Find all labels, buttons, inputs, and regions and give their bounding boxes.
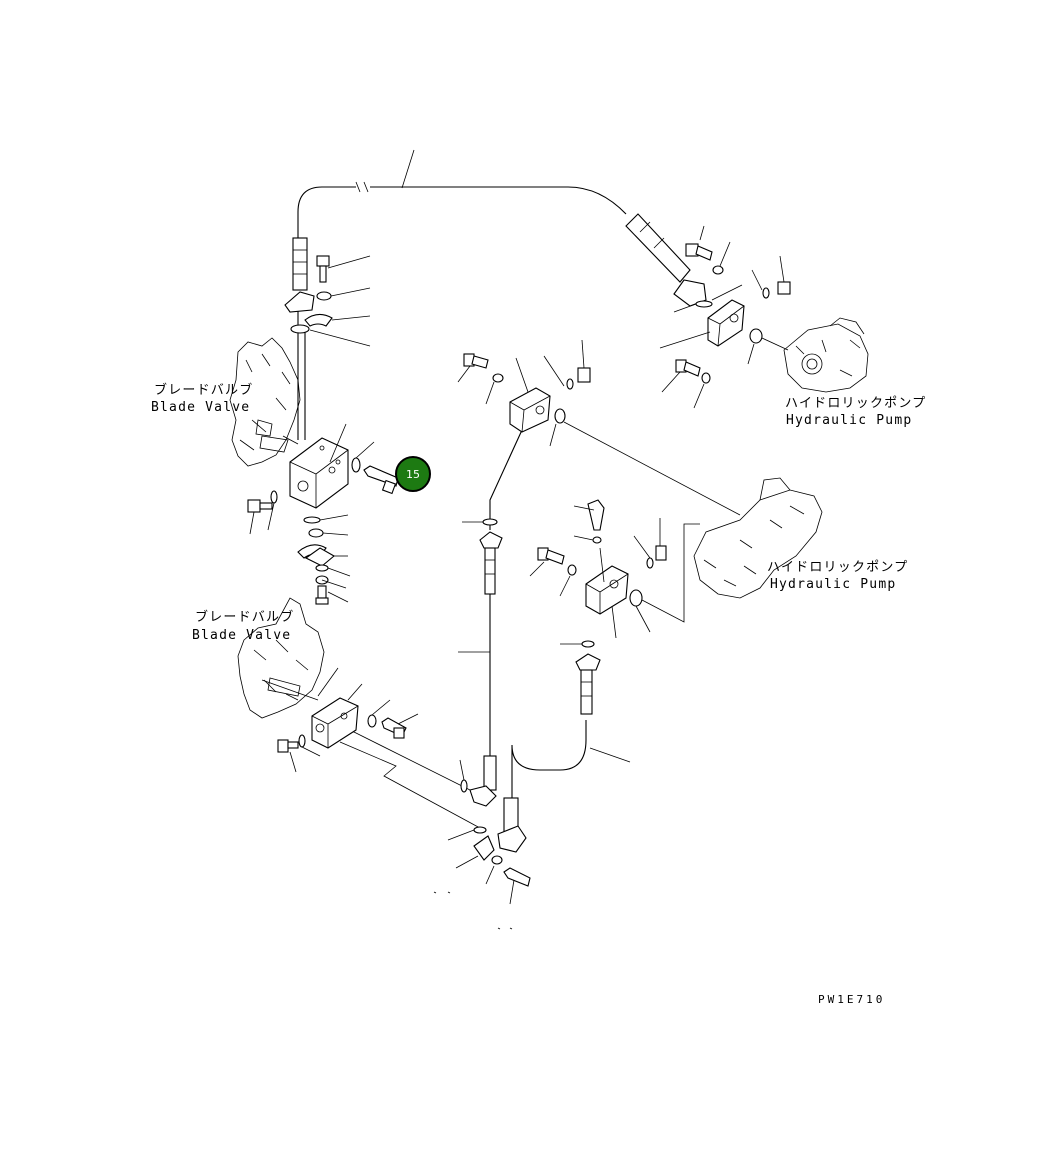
- middle-hose-fittings: [459, 518, 503, 807]
- hydraulic-pump-1-label-jp: ハイドロリックポンプ: [785, 396, 927, 411]
- lower-connector-block: [529, 499, 667, 715]
- upper-pump-fittings: [625, 213, 791, 409]
- lower-elbow-fittings: [433, 797, 531, 930]
- blade-valve-1: [229, 337, 301, 467]
- blade-valve-2-label-en: Blade Valve: [192, 628, 292, 643]
- hydraulic-pump-2-label-en: Hydraulic Pump: [770, 577, 897, 592]
- mid-connector-block: [457, 339, 591, 447]
- hydraulic-pump-2-label-jp: ハイドロリックポンプ: [767, 560, 909, 575]
- hydraulic-pump-1: [783, 317, 869, 393]
- part-callout-badge[interactable]: 15: [395, 456, 431, 492]
- upper-left-valve-block: [247, 423, 399, 605]
- hydraulic-pump-1-label-en: Hydraulic Pump: [786, 413, 913, 428]
- blade-valve-1-label-en: Blade Valve: [151, 400, 251, 415]
- hose-lines: [297, 149, 743, 829]
- lower-left-valve-block: [277, 683, 419, 773]
- hydraulic-pump-2: [693, 477, 823, 599]
- blade-valve-1-label-jp: ブレードバルブ: [154, 383, 254, 398]
- upper-left-fittings: [284, 237, 371, 347]
- drawing-code: PW1E710: [818, 993, 886, 1006]
- blade-valve-2: [237, 597, 339, 719]
- part-callout-number: 15: [406, 467, 420, 481]
- blade-valve-2-label-jp: ブレードバルブ: [195, 610, 295, 625]
